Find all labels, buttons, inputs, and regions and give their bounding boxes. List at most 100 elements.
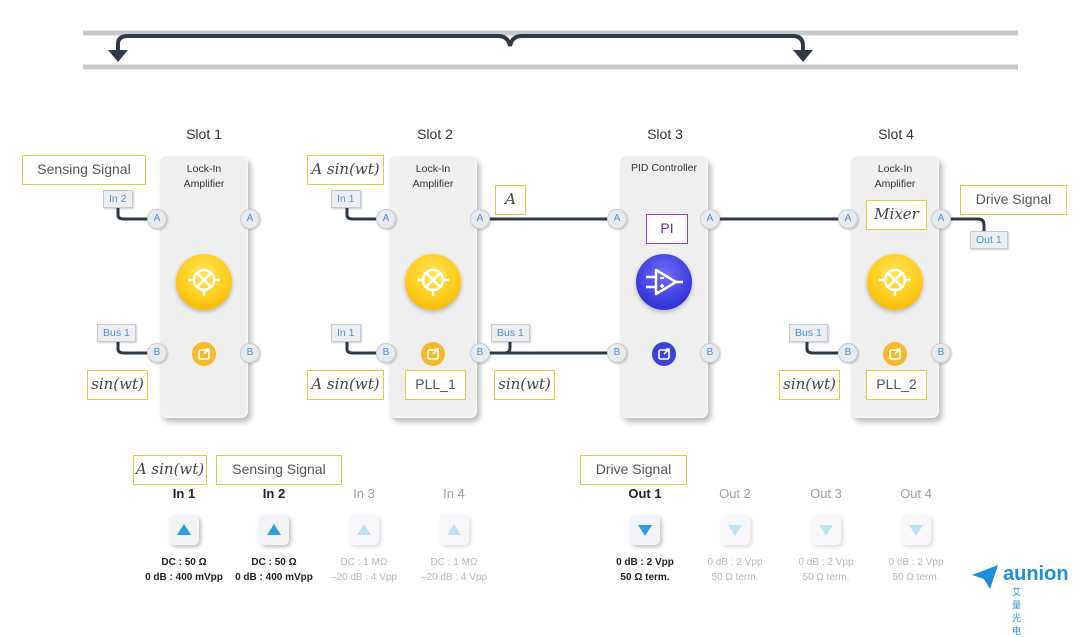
in-1-coupling: DC : 50 Ω [161, 557, 207, 568]
slot-1-port-a-out[interactable]: A [240, 209, 260, 229]
triangle-down-icon [728, 525, 742, 536]
slot-2-input-formula: A sin(wt) [307, 155, 384, 185]
in-2-coupling: DC : 50 Ω [251, 557, 297, 568]
slot-1-bus-tag[interactable]: Bus 1 [97, 324, 136, 342]
external-link-icon[interactable] [652, 342, 676, 366]
in-3-coupling: DC : 1 MΩ [340, 557, 388, 568]
amplitude-output-label: A [495, 185, 526, 215]
out-4-button[interactable] [901, 515, 931, 545]
slot-2-title: Slot 2 [417, 126, 453, 142]
slot-4-port-b-in[interactable]: B [838, 343, 858, 363]
triangle-down-icon [909, 525, 923, 536]
external-link-icon[interactable] [192, 342, 216, 366]
out-1-label: Out 1 [628, 486, 662, 501]
amplifier-icon [636, 254, 692, 310]
slot-3-port-a-out[interactable]: A [700, 209, 720, 229]
pll-2-label: PLL_2 [866, 370, 927, 400]
out-4-label: Out 4 [900, 486, 932, 501]
out-2-termination: 50 Ω term. [711, 572, 759, 583]
triangle-up-icon [267, 524, 281, 535]
out-2-spec: 0 dB : 2 Vpp 50 Ω term. [685, 555, 785, 585]
pll-1-label: PLL_1 [405, 370, 466, 400]
in-1-label: In 1 [172, 486, 196, 501]
out-3-termination: 50 Ω term. [802, 572, 850, 583]
slot-1-module-name: Lock-In Amplifier [183, 163, 225, 190]
pi-controller-label: PI [646, 214, 688, 244]
in-1-range: 0 dB : 400 mVpp [145, 572, 223, 583]
slot-3-title: Slot 3 [647, 126, 683, 142]
slot-3-port-a-in[interactable]: A [607, 209, 627, 229]
slot-2-port-b-out[interactable]: B [470, 343, 490, 363]
mixer-label: Mixer [866, 200, 927, 230]
out-1-range: 0 dB : 2 Vpp [616, 557, 674, 568]
in-2-spec: DC : 50 Ω 0 dB : 400 mVpp [224, 555, 324, 585]
wiring-diagram [83, 30, 1018, 355]
in-4-spec: DC : 1 MΩ –20 dB : 4 Vpp [404, 555, 504, 585]
triangle-down-icon [638, 525, 652, 536]
out-1-termination: 50 Ω term. [620, 572, 670, 583]
in-2-button[interactable] [259, 515, 289, 545]
out-4-range: 0 dB : 2 Vpp [888, 557, 944, 568]
out-2-range: 0 dB : 2 Vpp [707, 557, 763, 568]
slot-4-output-tag[interactable]: Out 1 [970, 231, 1008, 249]
triangle-down-icon [819, 525, 833, 536]
external-link-icon[interactable] [421, 342, 445, 366]
in-3-spec: DC : 1 MΩ –20 dB : 4 Vpp [314, 555, 414, 585]
triangle-up-icon [447, 524, 461, 535]
out-1-drive-label: Drive Signal [580, 455, 687, 485]
slot-4-port-a-out[interactable]: A [931, 209, 951, 229]
out-3-range: 0 dB : 2 Vpp [798, 557, 854, 568]
logo-name: aunion [1003, 563, 1069, 585]
slot-1-title: Slot 1 [186, 126, 222, 142]
mixer-icon [176, 254, 232, 310]
external-link-icon[interactable] [883, 342, 907, 366]
drive-signal-label: Drive Signal [960, 185, 1067, 215]
slot-3-port-b-out[interactable]: B [700, 343, 720, 363]
in-4-range: –20 dB : 4 Vpp [420, 572, 488, 583]
out-3-button[interactable] [811, 515, 841, 545]
slot-3-port-b-in[interactable]: B [607, 343, 627, 363]
slot-2-input-b-formula: A sin(wt) [307, 370, 384, 400]
slot-2-bus-output-tag[interactable]: Bus 1 [491, 324, 530, 342]
sensing-signal-label: Sensing Signal [22, 155, 146, 185]
in-2-range: 0 dB : 400 mVpp [235, 572, 313, 583]
slot-3-module-name: PID Controller [631, 162, 697, 174]
slot-3-card[interactable]: PID Controller [620, 156, 708, 418]
mixer-icon [867, 254, 923, 310]
slot-1-port-b-out[interactable]: B [240, 343, 260, 363]
in-2-sensing-label: Sensing Signal [216, 455, 342, 485]
in-2-label: In 2 [262, 486, 286, 501]
slot-2-input-tag[interactable]: In 1 [331, 190, 361, 208]
slot-4-port-a-in[interactable]: A [838, 209, 858, 229]
slot-1-port-a-in[interactable]: A [147, 209, 167, 229]
slot-2-port-a-out[interactable]: A [470, 209, 490, 229]
slot-2-port-b-in[interactable]: B [376, 343, 396, 363]
top-bus-arrow [116, 34, 805, 56]
out-2-button[interactable] [720, 515, 750, 545]
out-3-label: Out 3 [810, 486, 842, 501]
in-1-formula: A sin(wt) [133, 455, 207, 485]
out-1-spec: 0 dB : 2 Vpp 50 Ω term. [595, 555, 695, 585]
slot-2-port-a-in[interactable]: A [376, 209, 396, 229]
triangle-up-icon [357, 524, 371, 535]
in-1-button[interactable] [169, 515, 199, 545]
slot-1-port-b-in[interactable]: B [147, 343, 167, 363]
in-3-label: In 3 [353, 486, 375, 501]
in-3-range: –20 dB : 4 Vpp [330, 572, 398, 583]
out-3-spec: 0 dB : 2 Vpp 50 Ω term. [776, 555, 876, 585]
left-arrowhead [108, 50, 128, 62]
slot-4-module-name: Lock-In Amplifier [874, 163, 916, 190]
slot-1-input-tag[interactable]: In 2 [103, 190, 133, 208]
slot-1-card[interactable]: Lock-In Amplifier [160, 156, 248, 418]
slot-1-reference-formula: sin(wt) [87, 370, 148, 400]
slot-2-input-b-tag[interactable]: In 1 [331, 324, 361, 342]
slot-4-bus-tag[interactable]: Bus 1 [789, 324, 828, 342]
triangle-up-icon [177, 524, 191, 535]
in-3-button[interactable] [349, 515, 379, 545]
in-4-button[interactable] [439, 515, 469, 545]
in-4-coupling: DC : 1 MΩ [430, 557, 478, 568]
slot-4-port-b-out[interactable]: B [931, 343, 951, 363]
slot-2-reference-formula: sin(wt) [494, 370, 555, 400]
out-1-button[interactable] [630, 515, 660, 545]
